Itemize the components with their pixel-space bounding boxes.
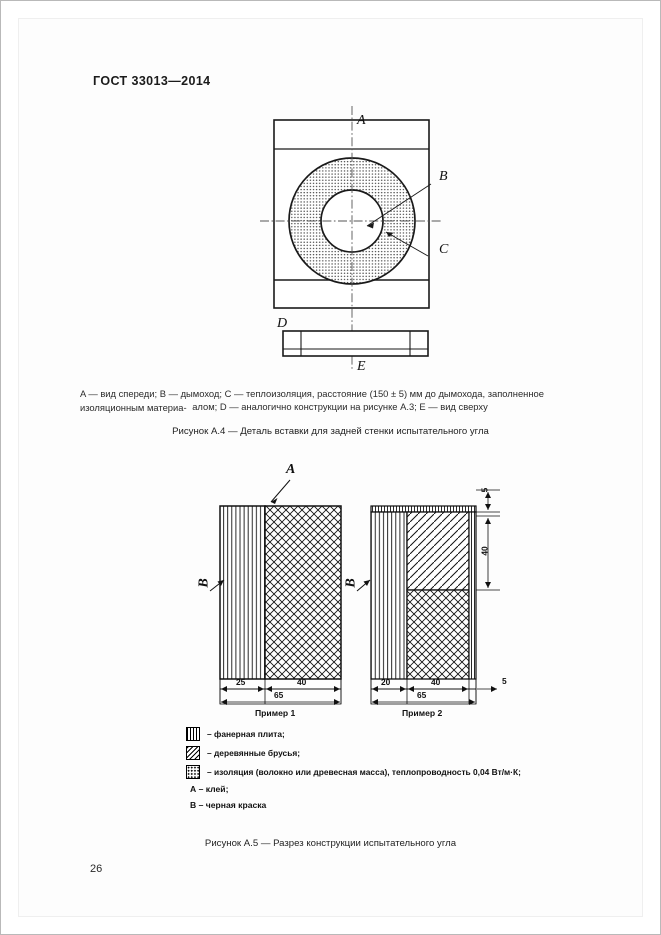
example1-title: Пример 1 <box>255 708 296 718</box>
example2-dim-left: 20 <box>381 677 391 687</box>
dotted-swatch-icon <box>186 764 200 779</box>
diagonal-lines-swatch-icon <box>186 745 200 760</box>
page-number: 26 <box>90 863 103 875</box>
example2-dim-vert-top: 5 <box>479 487 490 493</box>
legend-item-plywood: – фанерная плита; <box>186 724 521 743</box>
figure-a5-label-b-left: B <box>196 578 212 588</box>
example2-dim-vert-main: 40 <box>479 546 490 556</box>
figure-a4-note-line-1: A — вид спереди; B — дымоход; C — теплои… <box>80 388 544 413</box>
legend-item-black-paint: В – черная краска <box>190 800 267 810</box>
figure-a4-label-e: E <box>357 359 366 374</box>
legend-item-beams-label: – деревянные брусья; <box>207 747 301 758</box>
page-content-area: ГОСТ 33013—2014 <box>18 18 643 917</box>
standard-header: ГОСТ 33013—2014 <box>93 74 211 88</box>
figure-a4-label-c: C <box>439 242 449 257</box>
figure-a5-label-b-right: B <box>343 578 359 588</box>
example2-dim-mid: 40 <box>431 677 441 687</box>
example1-dim-left: 25 <box>236 677 246 687</box>
example1-dim-right: 40 <box>297 677 307 687</box>
figure-a5-label-a: A <box>286 462 296 477</box>
vertical-lines-swatch-icon <box>186 726 200 741</box>
legend-item-plywood-label: – фанерная плита; <box>207 728 285 739</box>
figure-a4-label-a: A <box>357 113 366 128</box>
legend-item-insulation: – изоляция (волокно или древесная масса)… <box>186 762 521 781</box>
figure-a4-caption: Рисунок А.4 — Деталь вставки для задней … <box>172 426 489 437</box>
figure-a4: A B C D E A — вид спереди; B — дымоход; … <box>18 18 643 438</box>
legend-item-insulation-label: – изоляция (волокно или древесная масса)… <box>207 766 521 777</box>
example2-dim-right: 5 <box>502 676 507 686</box>
figure-a5-caption: Рисунок А.5 — Разрез конструкции испытат… <box>204 838 457 849</box>
example2-dim-total: 65 <box>417 690 427 700</box>
figure-a4-label-d: D <box>277 316 288 331</box>
figure-a5-legend: – фанерная плита; – деревянные брусья; –… <box>186 724 521 813</box>
legend-item-beams: – деревянные брусья; <box>186 743 521 762</box>
example1-dim-total: 65 <box>274 690 284 700</box>
figure-a4-note-line-2: алом; D — аналогично конструкции на рису… <box>192 401 488 412</box>
figure-a5: A B B 25 40 65 Пример 1 20 40 5 65 5 40 … <box>18 458 643 858</box>
figure-a4-label-b: B <box>439 169 448 184</box>
example2-title: Пример 2 <box>402 708 443 718</box>
legend-item-glue: А – клей; <box>190 784 229 794</box>
